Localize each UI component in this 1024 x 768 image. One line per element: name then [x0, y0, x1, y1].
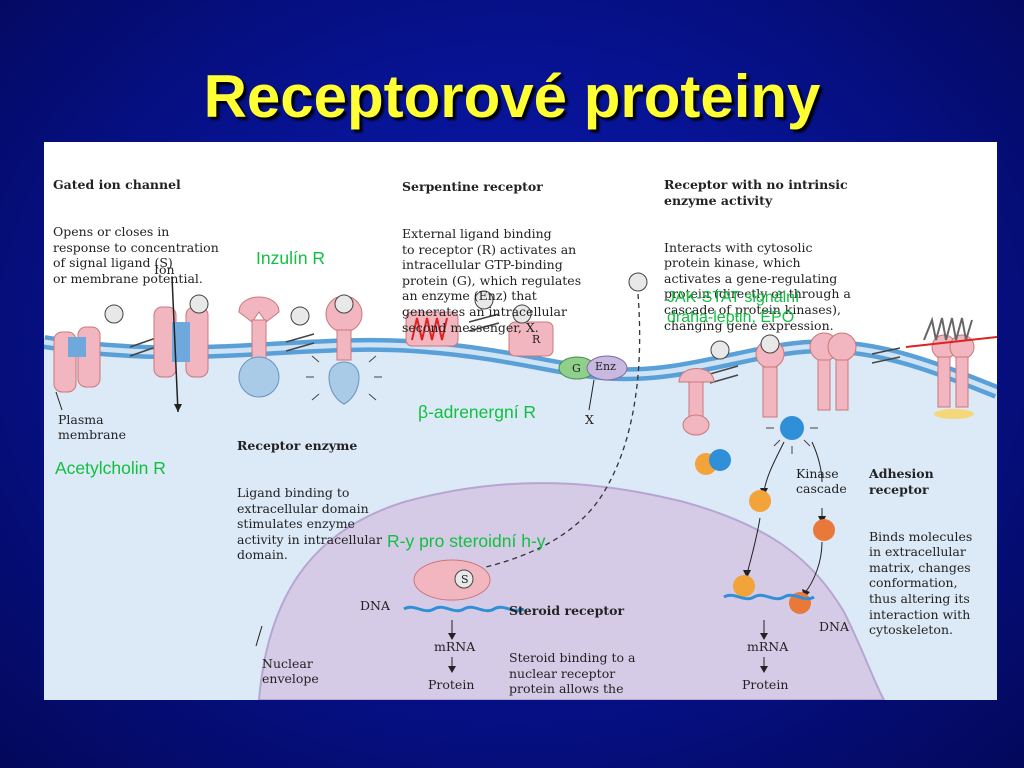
nuclear-envelope-label: Nuclear envelope	[262, 656, 319, 686]
dna-label-left: DNA	[360, 598, 390, 613]
slide-title: Receptorové proteiny	[203, 63, 821, 130]
serpentine-body: External ligand binding to receptor (R) …	[402, 225, 582, 335]
protein-label-right: Protein	[742, 677, 789, 692]
steroid-ligand-s: S	[461, 573, 469, 586]
mrna-label-left: mRNA	[434, 639, 476, 654]
ion-channel-closed	[53, 326, 101, 393]
g-protein-label: G	[572, 362, 581, 375]
serpentine-desc: Serpentine receptor External ligand bind…	[402, 148, 581, 366]
acetylcholin-annotation: Acetylcholin R	[55, 458, 166, 478]
enzyme-label: Enz	[595, 360, 616, 373]
figure-graphics	[44, 272, 997, 700]
steroid-title: Steroid receptor	[509, 603, 625, 619]
jak-receptor-active	[755, 334, 818, 454]
second-messenger-x: X	[585, 412, 594, 427]
beta-annotation-text: -adrenergní R	[428, 402, 537, 422]
receptor-enzyme-inactive	[238, 296, 280, 398]
receptor-enzyme-body: Ligand binding to extracellular domain s…	[237, 484, 382, 563]
nointrinsic-title: Receptor with no intrinsic enzyme activi…	[664, 177, 848, 208]
serpentine-receptor-inactive	[405, 311, 459, 347]
adhesion-receptor	[905, 316, 997, 419]
nointrinsic-body: Interacts with cytosolic protein kinase,…	[664, 239, 851, 333]
gated-channel-title: Gated ion channel	[53, 177, 181, 193]
ion-label: Ion	[154, 262, 175, 277]
dna-label-right: DNA	[819, 619, 849, 634]
protein-label-left: Protein	[428, 677, 475, 692]
kinase-cascade-label: Kinase cascade	[796, 466, 847, 496]
receptor-enzyme-active	[306, 294, 382, 405]
adhesion-title: Adhesion receptor	[869, 466, 934, 497]
dimer-receptor	[809, 332, 857, 411]
gated-channel-body: Opens or closes in response to concentra…	[53, 223, 219, 286]
adhesion-desc: Adhesion receptor Binds molecules in ext…	[869, 435, 972, 669]
nucleus	[257, 482, 886, 700]
receptor-r-label: R	[532, 333, 541, 346]
jakstat-annotation: JAK-STAT signální dráha-leptin, EPO	[667, 289, 800, 326]
beta-symbol: β	[418, 402, 429, 422]
serpentine-receptor-active	[508, 304, 628, 381]
signaling-figure: Gated ion channel Opens or closes in res…	[44, 142, 997, 700]
nointrinsic-desc: Receptor with no intrinsic enzyme activi…	[664, 146, 851, 364]
receptor-enzyme-title: Receptor enzyme	[237, 438, 358, 454]
inzulin-annotation: Inzulín R	[256, 248, 326, 268]
receptor-enzyme-desc: Receptor enzyme Ligand binding to extrac…	[237, 407, 382, 594]
plasma-membrane-label: Plasma membrane	[58, 412, 126, 442]
steroid-body: Steroid binding to a nuclear receptor pr…	[509, 649, 637, 700]
mrna-label-right: mRNA	[747, 639, 789, 654]
steroid-desc: Steroid receptor Steroid binding to a nu…	[509, 572, 637, 700]
serpentine-title: Serpentine receptor	[402, 179, 543, 195]
adhesion-body: Binds molecules in extracellular matrix,…	[869, 528, 973, 638]
steroid-annotation: R-y pro steroidní h-y	[387, 531, 546, 551]
gated-channel-desc: Gated ion channel Opens or closes in res…	[53, 146, 219, 318]
jak-receptor-inactive	[678, 368, 715, 436]
beta-adrenergic-annotation: β-adrenergní R	[418, 402, 536, 423]
